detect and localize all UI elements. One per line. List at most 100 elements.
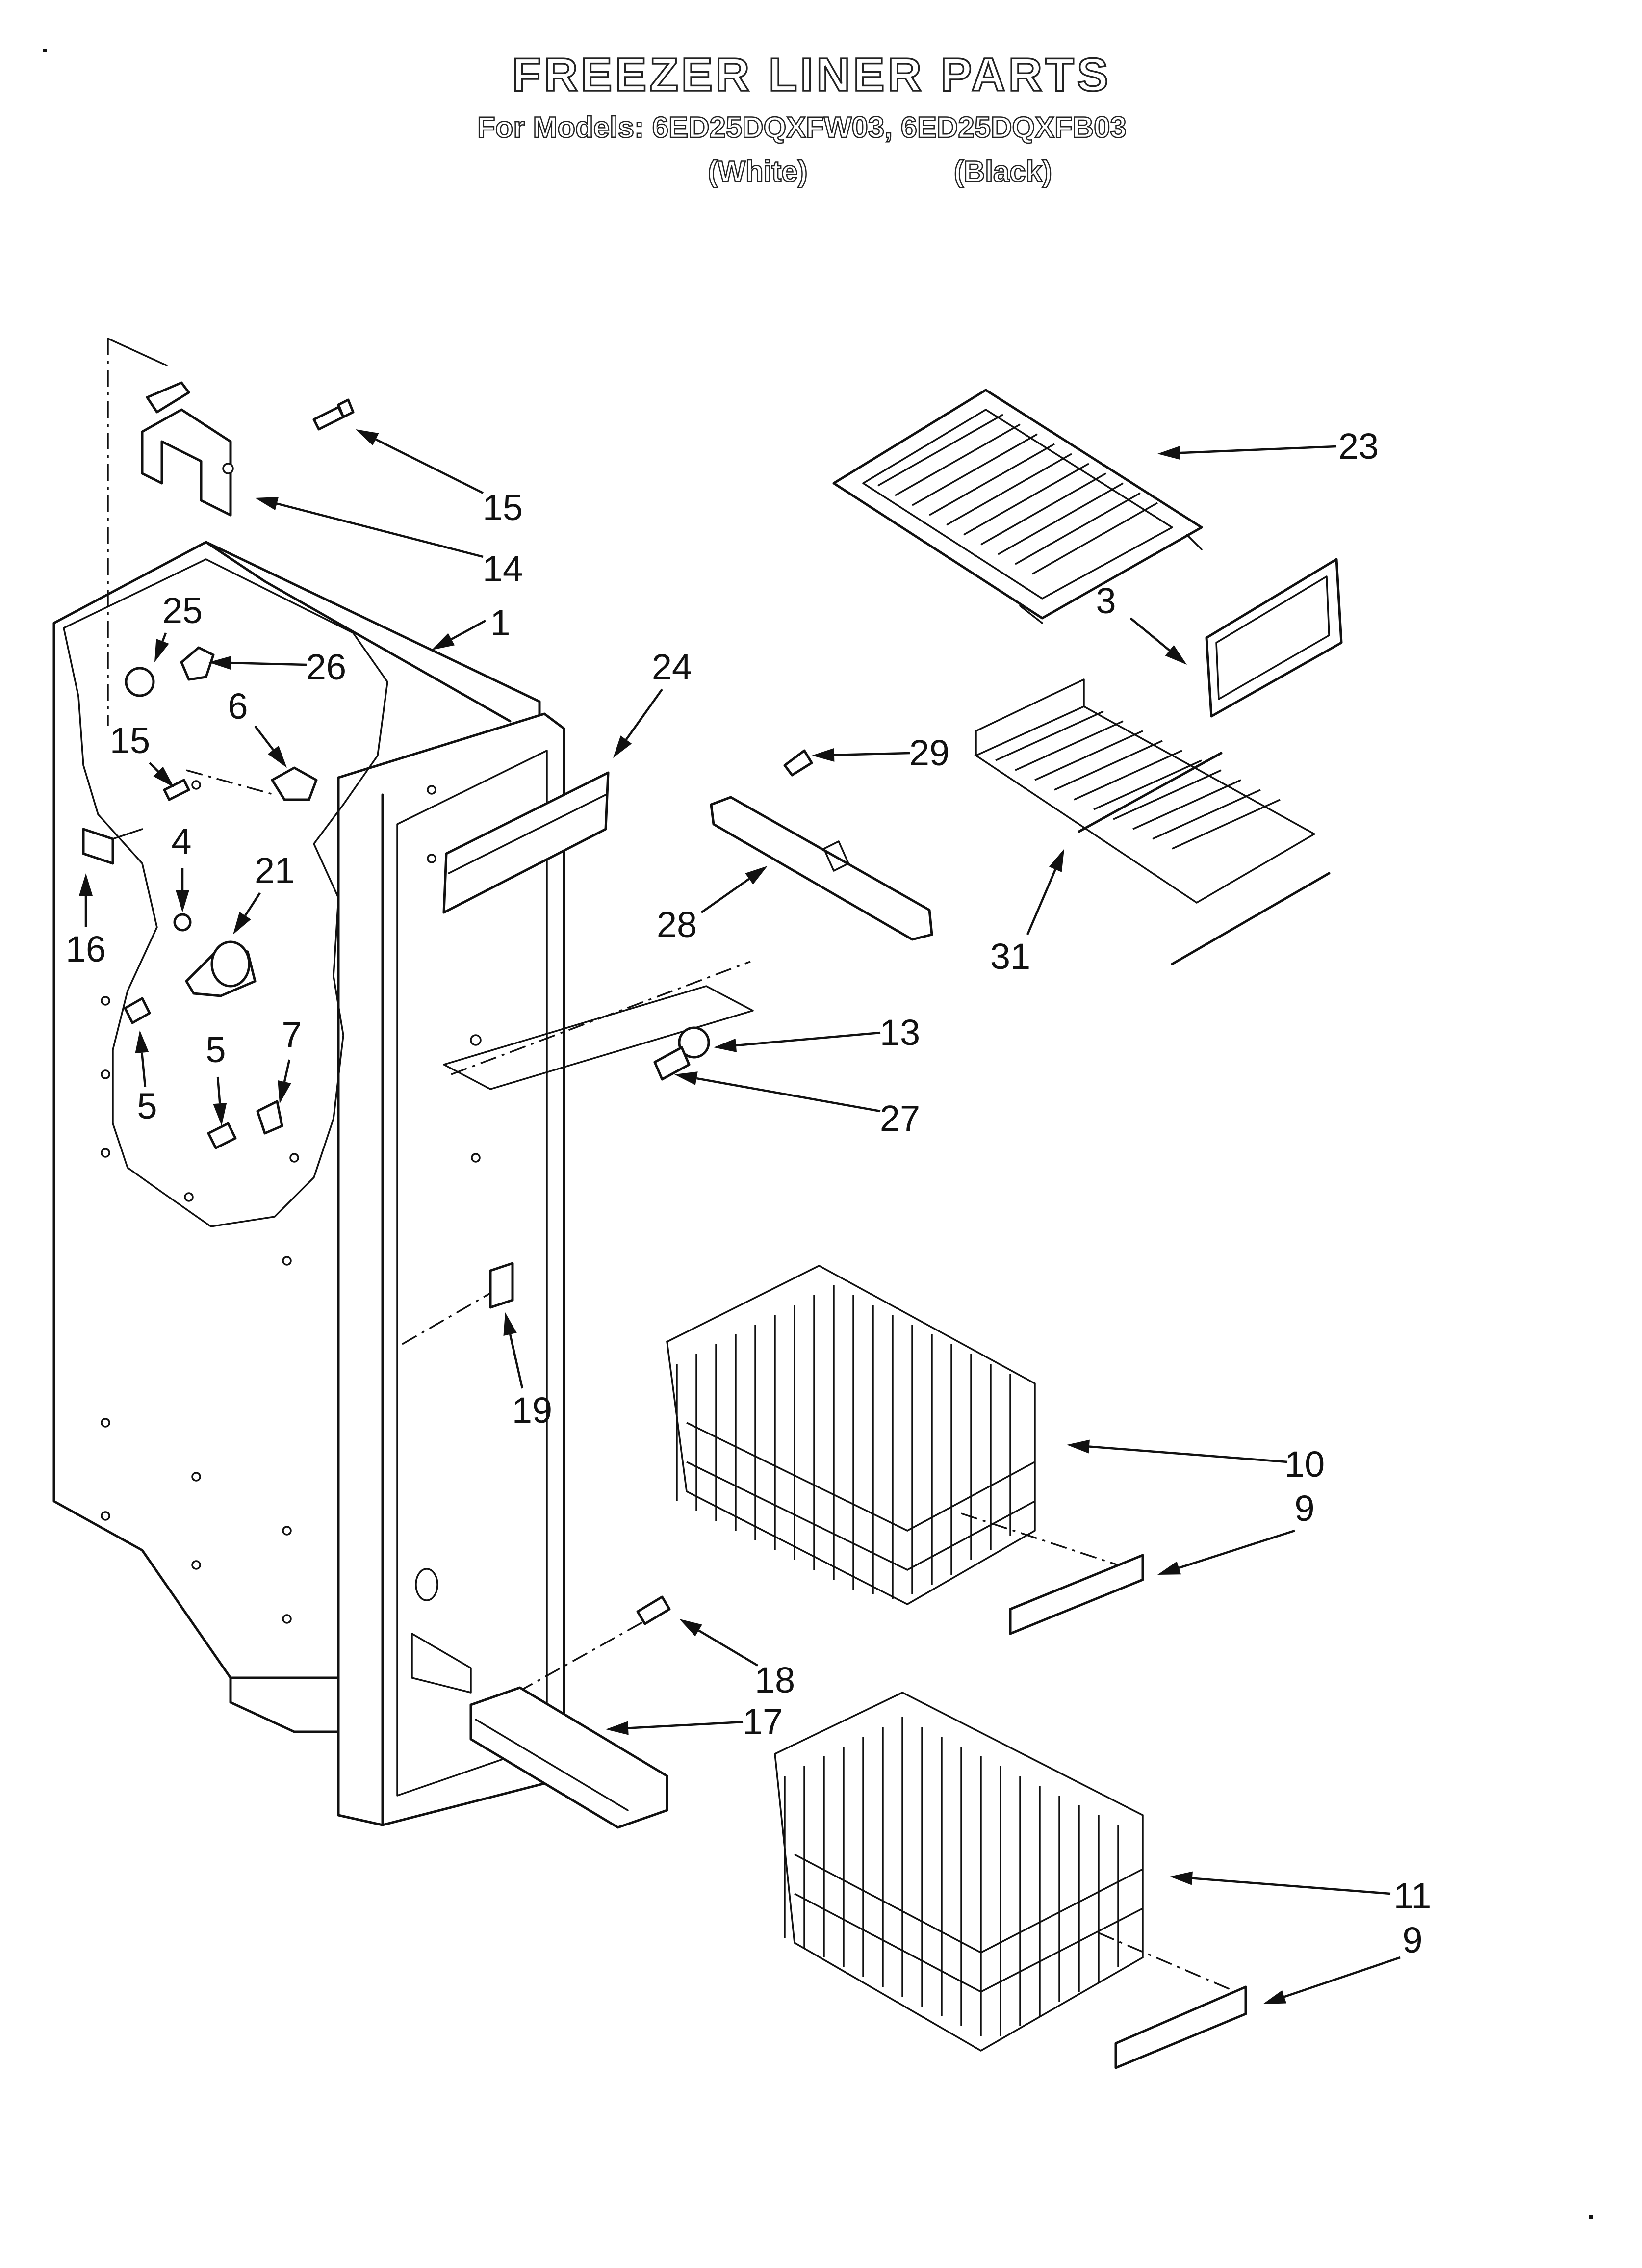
callout-number: 24 <box>652 647 692 687</box>
callout-arrowhead <box>278 1080 291 1104</box>
callout-c10: 10 <box>1067 1439 1325 1485</box>
light-shield-part-24 <box>442 771 610 914</box>
hinge-bracket-part-14 <box>141 381 234 517</box>
callout-arrowhead <box>79 873 93 896</box>
callout-leader-line <box>698 1629 759 1667</box>
screw-part-5-left <box>124 997 151 1024</box>
callout-c24: 24 <box>613 647 692 758</box>
screw-part-18 <box>636 1595 671 1625</box>
callout-arrowhead <box>1165 645 1187 665</box>
callout-leader-line <box>231 661 307 666</box>
models-line: For Models: 6ED25DQXFW03, 6ED25DQXFB03 <box>477 111 1127 144</box>
screw-part-15-top <box>312 398 355 431</box>
callout-number: 29 <box>909 732 949 773</box>
grommet-part-27 <box>653 1026 710 1081</box>
control-housing-part-21 <box>185 940 257 997</box>
callout-c27: 27 <box>674 1071 920 1139</box>
callout-number: 31 <box>990 936 1030 977</box>
callout-arrowhead <box>135 1030 149 1054</box>
callout-number: 7 <box>282 1015 302 1055</box>
corner-mark-bottom <box>1589 2215 1593 2219</box>
callout-c4: 4 <box>171 821 192 912</box>
callout-number: 5 <box>205 1029 226 1070</box>
callout-arrowhead <box>714 1039 737 1052</box>
basket-front-part-9-lower <box>1114 1985 1247 2069</box>
callout-number: 16 <box>66 929 106 969</box>
shelf-trim-part-3 <box>1205 558 1343 718</box>
callout-number: 18 <box>755 1660 795 1700</box>
switch-part-19 <box>489 1262 514 1309</box>
callout-number: 28 <box>657 904 697 945</box>
callout-arrowhead <box>1263 1990 1287 2004</box>
callout-arrowhead <box>679 1619 702 1637</box>
callout-number: 27 <box>880 1098 920 1139</box>
callout-number: 21 <box>255 850 295 891</box>
basket-part-11 <box>774 1692 1144 2052</box>
callout-arrowhead <box>267 745 287 768</box>
callout-leader-line <box>216 1076 221 1104</box>
basket-front-part-9-upper <box>1009 1554 1144 1635</box>
callout-arrowhead <box>1170 1871 1193 1885</box>
callout-number: 13 <box>880 1012 920 1053</box>
callout-number: 4 <box>171 821 191 861</box>
callout-leader-line <box>244 892 261 916</box>
callout-c17: 17 <box>606 1701 783 1742</box>
callout-arrowhead <box>1157 1561 1181 1575</box>
callout-number: 3 <box>1096 580 1116 621</box>
callout-arrowhead <box>154 639 169 662</box>
callout-arrowhead <box>208 656 231 670</box>
callout-c7: 7 <box>278 1015 302 1104</box>
callout-c26: 26 <box>208 647 346 687</box>
light-bulb-part-25 <box>125 667 155 697</box>
callout-leader-line <box>375 438 484 495</box>
callout-arrowhead <box>255 496 279 511</box>
bracket-part-16 <box>82 828 143 865</box>
callout-leader-line <box>161 632 167 642</box>
callout-number: 6 <box>228 686 248 727</box>
callout-c21: 21 <box>233 850 295 935</box>
callout-c5b: 5 <box>205 1029 227 1126</box>
shelf-part-23 <box>832 389 1203 624</box>
corner-mark-top <box>43 49 47 52</box>
callout-number: 5 <box>137 1086 157 1126</box>
callout-number: 23 <box>1338 426 1379 467</box>
wire-shelf-part-31 <box>974 678 1331 965</box>
callout-number: 26 <box>306 647 346 687</box>
callout-c29: 29 <box>812 732 949 773</box>
callout-arrowhead <box>153 766 174 787</box>
callout-leader-line <box>254 725 274 751</box>
callout-c9b: 9 <box>1263 1920 1423 2004</box>
callout-c14: 14 <box>255 496 523 589</box>
callout-number: 15 <box>483 487 523 528</box>
callout-arrowhead <box>213 1103 227 1126</box>
callout-number: 10 <box>1284 1444 1325 1485</box>
callout-number: 11 <box>1394 1876 1432 1916</box>
callout-c3: 3 <box>1096 580 1187 665</box>
callout-number: 9 <box>1294 1488 1314 1529</box>
rivet-part-4 <box>173 913 192 932</box>
callout-c5a: 5 <box>135 1030 157 1126</box>
callout-c11: 11 <box>1170 1871 1432 1916</box>
screw-part-29 <box>783 749 813 777</box>
callout-leader-line <box>276 502 484 558</box>
callout-arrowhead <box>432 633 455 650</box>
callout-arrowhead <box>503 1312 517 1336</box>
callout-arrowhead <box>1067 1439 1090 1454</box>
callout-c25: 25 <box>154 590 203 662</box>
page-title: FREEZER LINER PARTS <box>512 49 1111 101</box>
callout-number: 25 <box>162 590 203 631</box>
callout-number: 14 <box>483 548 523 589</box>
callout-arrowhead <box>356 429 379 446</box>
screw-part-5-lower <box>207 1122 237 1149</box>
callout-arrowhead <box>613 735 632 758</box>
callout-arrowhead <box>1049 849 1064 872</box>
callout-number: 9 <box>1402 1920 1422 1960</box>
callout-leader-line <box>149 762 159 773</box>
callout-arrowhead <box>176 890 189 912</box>
callout-number: 1 <box>490 602 510 643</box>
callout-leader-line <box>696 1077 881 1113</box>
callout-leader-line <box>141 1052 147 1087</box>
basket-part-10 <box>666 1265 1036 1605</box>
variant-black-label: (Black) <box>954 155 1052 188</box>
freezer-liner-shell <box>52 338 1236 1993</box>
